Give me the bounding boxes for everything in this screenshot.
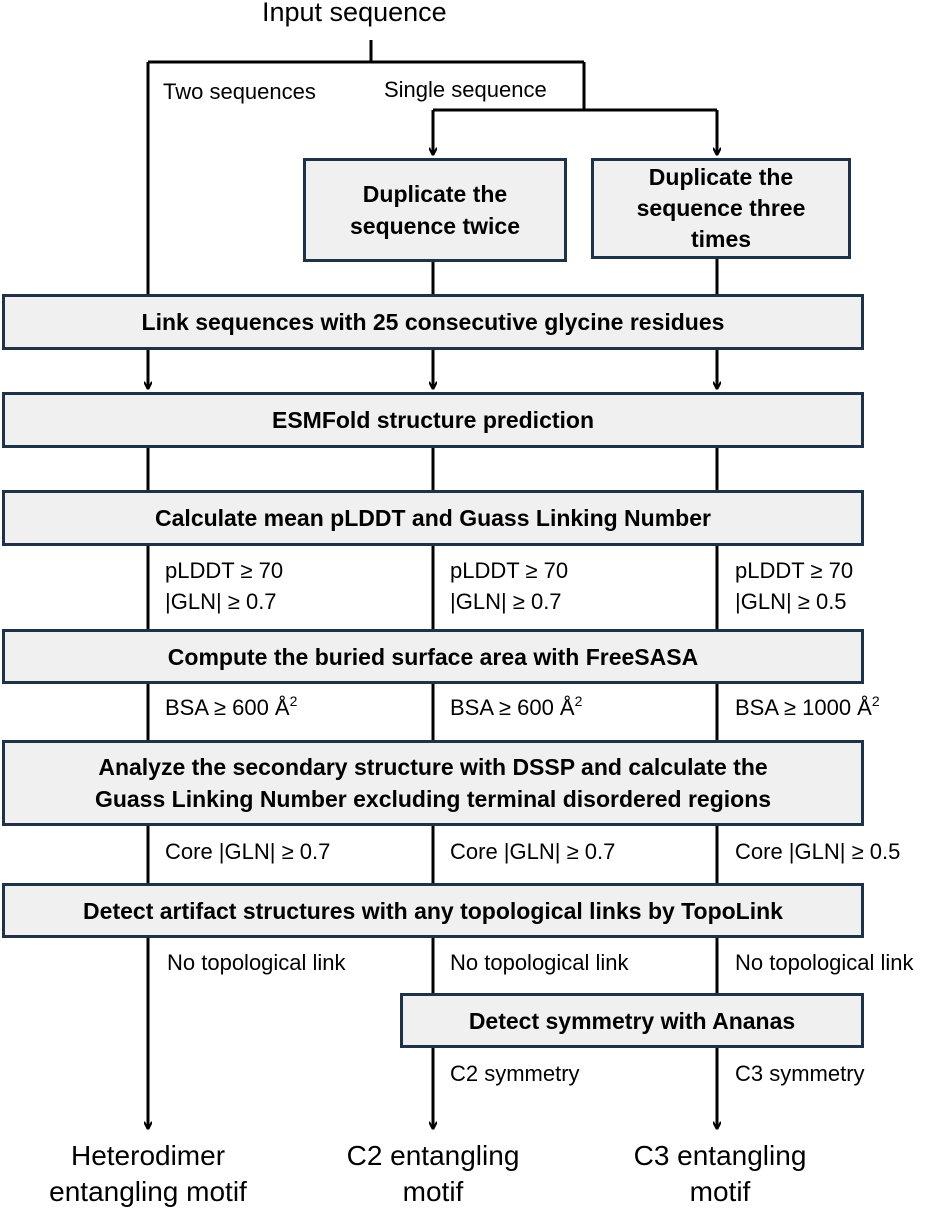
duplicate-three-line-1: Duplicate the [648, 164, 794, 190]
single-sequence-label: Single sequence [384, 74, 547, 106]
col3-gln-threshold: |GLN| ≥ 0.5 [735, 589, 847, 614]
calc-plddt-gln-step: Calculate mean pLDDT and Guass Linking N… [2, 490, 864, 546]
col1-bsa-text: BSA ≥ 600 Å [165, 695, 290, 720]
output-heterodimer: Heterodimer entangling motif [48, 1138, 248, 1210]
duplicate-twice-box: Duplicate the sequence twice [303, 158, 567, 262]
col1-core-gln-threshold: Core |GLN| ≥ 0.7 [165, 839, 331, 864]
link-glycine-step: Link sequences with 25 consecutive glyci… [2, 294, 864, 350]
duplicate-twice-line-1: Duplicate the [362, 181, 508, 207]
dssp-line-2: Guass Linking Number excluding terminal … [94, 786, 772, 812]
col3-core-gln-threshold: Core |GLN| ≥ 0.5 [735, 839, 901, 864]
freesasa-step: Compute the buried surface area with Fre… [2, 629, 864, 684]
duplicate-three-line-3: times [690, 226, 752, 252]
duplicate-three-box: Duplicate the sequence three times [591, 158, 851, 259]
output-heterodimer-line-1: Heterodimer [70, 1140, 226, 1171]
col2-core-gln-threshold: Core |GLN| ≥ 0.7 [450, 839, 616, 864]
col2-bsa-sup: 2 [574, 693, 583, 709]
dssp-step: Analyze the secondary structure with DSS… [2, 740, 864, 826]
col2-bsa-threshold: BSA ≥ 600 Å2 [450, 692, 582, 724]
col2-plddt-threshold: pLDDT ≥ 70 [450, 558, 569, 583]
col1-plddt-threshold: pLDDT ≥ 70 [165, 558, 284, 583]
output-c2-line-2: motif [402, 1176, 464, 1207]
col3-bsa-text: BSA ≥ 1000 Å [735, 695, 872, 720]
col3-bsa-threshold: BSA ≥ 1000 Å2 [735, 692, 880, 724]
output-c2-line-1: C2 entangling [346, 1140, 520, 1171]
col3-bsa-sup: 2 [871, 693, 880, 709]
output-c3-line-2: motif [689, 1176, 751, 1207]
c3-symmetry-label: C3 symmetry [735, 1061, 865, 1086]
duplicate-three-line-2: sequence three [636, 195, 806, 221]
duplicate-twice-line-2: sequence twice [349, 213, 521, 239]
col2-no-topo-link: No topological link [450, 950, 629, 975]
two-sequences-label: Two sequences [163, 79, 316, 104]
topolink-step: Detect artifact structures with any topo… [2, 883, 864, 938]
input-sequence-title: Input sequence [262, 0, 447, 27]
output-c3: C3 entangling motif [610, 1138, 830, 1210]
col1-gln-threshold: |GLN| ≥ 0.7 [165, 589, 277, 614]
output-c2: C2 entangling motif [323, 1138, 543, 1210]
single-sequence-text: Single sequence [384, 77, 547, 102]
esmfold-step: ESMFold structure prediction [2, 392, 864, 448]
output-c3-line-1: C3 entangling [633, 1140, 807, 1171]
col1-bsa-threshold: BSA ≥ 600 Å2 [165, 692, 297, 724]
col3-no-topo-link: No topological link [735, 950, 914, 975]
col1-no-topo-link: No topological link [167, 950, 346, 975]
output-heterodimer-line-2: entangling motif [49, 1176, 247, 1207]
col3-plddt-threshold: pLDDT ≥ 70 [735, 558, 854, 583]
ananas-step: Detect symmetry with Ananas [400, 993, 864, 1048]
c2-symmetry-label: C2 symmetry [450, 1061, 580, 1086]
col2-bsa-text: BSA ≥ 600 Å [450, 695, 575, 720]
dssp-line-1: Analyze the secondary structure with DSS… [98, 754, 768, 780]
col2-gln-threshold: |GLN| ≥ 0.7 [450, 589, 562, 614]
col1-bsa-sup: 2 [289, 693, 298, 709]
